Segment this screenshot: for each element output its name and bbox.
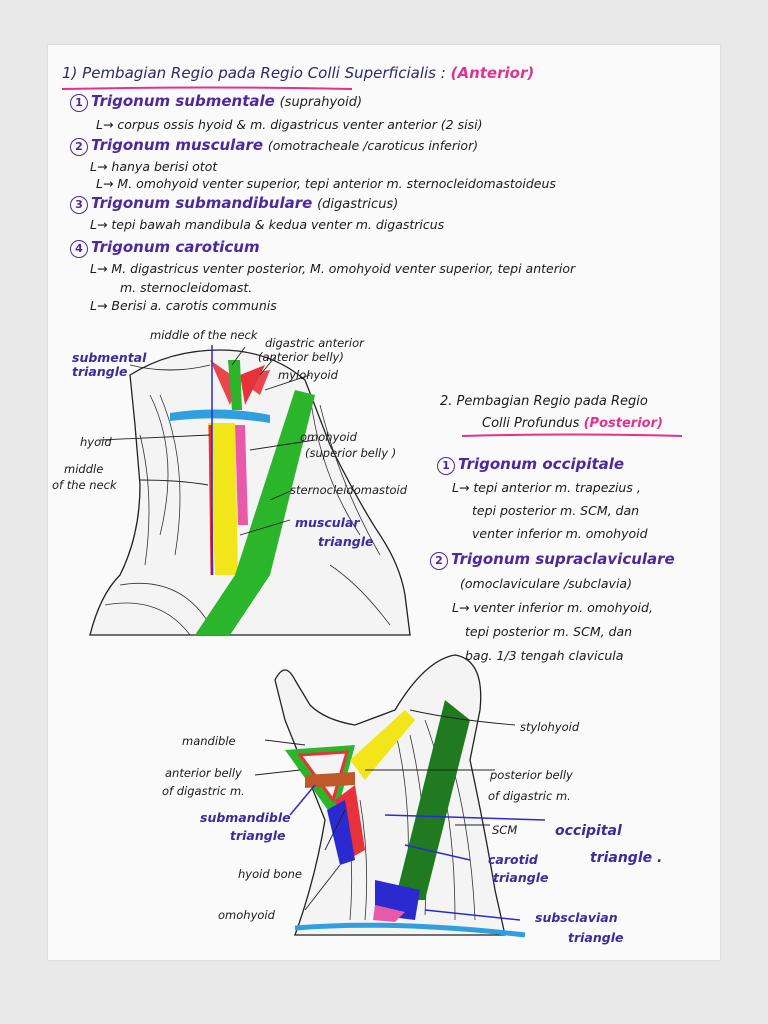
s1-item2-line1: L→ hanya berisi otot (90, 159, 218, 174)
label-mandible: mandible (182, 734, 236, 748)
label-hyoid: hyoid (80, 435, 112, 449)
s2-item1-line3: venter inferior m. omohyoid (472, 526, 648, 541)
leader-lines (99, 346, 316, 536)
hyoid-bone-fill (305, 772, 355, 788)
s1-item4-line2: m. sternocleidomast. (120, 280, 253, 295)
mylohyoid-fill (240, 365, 265, 405)
label-anterior-belly: (anterior belly) (258, 350, 344, 364)
label-middle-left: middle (64, 462, 104, 476)
digastric-anterior-fill (228, 360, 242, 410)
label-carotid: carotid (488, 852, 538, 867)
label-scm2: SCM (492, 823, 518, 837)
s2-item2-line2: L→ venter inferior m. omohyoid, (452, 600, 653, 615)
label-middle-neck-top: middle of the neck (150, 328, 258, 342)
hyoid-fill (170, 409, 270, 423)
clavicle (294, 922, 526, 938)
label-occipital: occipital (555, 823, 622, 839)
s2-item2-line4: bag. 1/3 tengah clavicula (465, 648, 624, 663)
label-submandible-triangle: triangle (230, 828, 286, 843)
subclavian-pink (373, 905, 405, 922)
label-anterior-belly2b: of digastric m. (162, 784, 245, 798)
label-submental: submental (72, 350, 147, 365)
muscular-triangle-fill (208, 423, 238, 575)
scm-lateral-fill (395, 700, 470, 900)
label-posterior-belly2: of digastric m. (488, 789, 571, 803)
submental-triangle-fill (210, 360, 270, 405)
label-omohyoid: omohyoid (300, 430, 357, 444)
label-scm: sternocleidomastoid (290, 483, 408, 497)
lateral-blue-arrows (289, 784, 546, 921)
s2-item1-line1: L→ tepi anterior m. trapezius , (452, 480, 641, 495)
label-middle-left2: of the neck (52, 478, 117, 492)
label-mylohyoid: mylohyoid (278, 368, 338, 382)
label-digastric-anterior: digastric anterior (265, 336, 364, 350)
label-submandible: submandible (200, 810, 291, 825)
s1-item4-line3: L→ Berisi a. carotis communis (90, 298, 277, 313)
label-posterior-belly: posterior belly (490, 768, 573, 782)
label-muscular-triangle: triangle (318, 534, 374, 549)
s1-item1-line1: L→ corpus ossis hyoid & m. digastricus v… (96, 117, 483, 132)
scm-fill (195, 390, 315, 635)
s2-item2-line1: (omoclaviculare /subclavia) (460, 576, 632, 591)
section2-title2: Colli Profundus (Posterior) (482, 416, 663, 431)
label-muscular: muscular (295, 515, 360, 530)
label-stylohyoid: stylohyoid (520, 720, 580, 734)
label-omohyoid2: omohyoid (218, 908, 275, 922)
s1-item3-line1: L→ tepi bawah mandibula & kedua venter m… (90, 217, 445, 232)
section2-underline (461, 433, 683, 437)
lateral-neck-figure (254, 654, 546, 938)
label-anterior-belly2: anterior belly (165, 766, 242, 780)
label-subclavian: subsclavian (535, 910, 618, 925)
label-occipital-triangle: triangle . (590, 850, 663, 866)
s2-item1-line2: tepi posterior m. SCM, dan (472, 503, 640, 518)
stylohyoid-fill (350, 710, 415, 780)
label-omohyoid-sup: (superior belly ) (305, 446, 397, 460)
s2-item2-line3: tepi posterior m. SCM, dan (465, 624, 633, 639)
neck-outline (89, 349, 411, 636)
label-hyoid-bone: hyoid bone (238, 867, 302, 881)
label-submental-triangle: triangle (72, 364, 128, 379)
s1-item2-line2: L→ M. omohyoid venter superior, tepi ant… (96, 176, 556, 191)
muscle-hatching (104, 394, 391, 636)
omohyoid-fill (235, 425, 248, 525)
label-carotid-triangle: triangle (493, 870, 549, 885)
section2-title1: 2. Pembagian Regio pada Regio (440, 394, 648, 409)
s1-item4-line1: L→ M. digastricus venter posterior, M. o… (90, 261, 576, 276)
label-subclavian-triangle: triangle (568, 930, 624, 945)
anterior-neck-figure (89, 345, 411, 636)
vessel-fill (327, 800, 355, 865)
section1-title: 1) Pembagian Regio pada Regio Colli Supe… (62, 64, 535, 82)
lateral-leader-lines (254, 709, 516, 911)
title-underline (61, 86, 353, 90)
